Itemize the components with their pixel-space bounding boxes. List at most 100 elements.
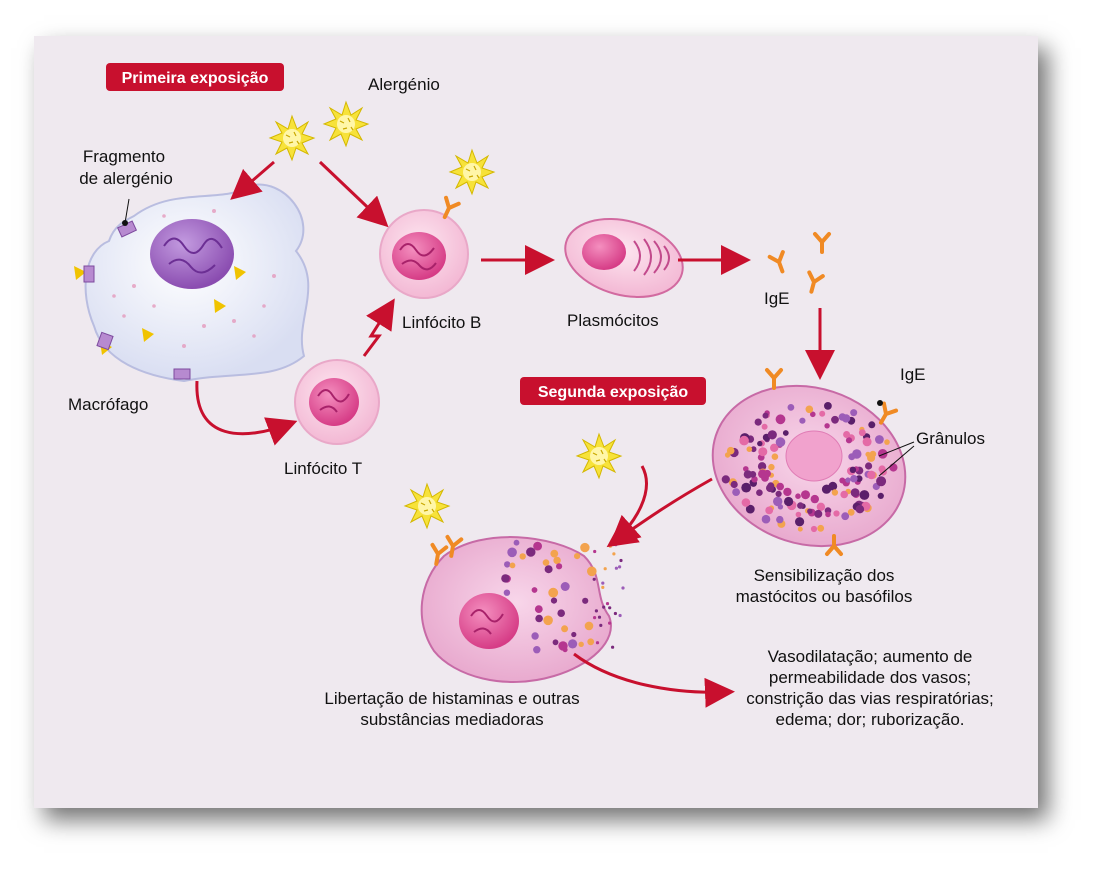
granule [849,466,857,473]
granule [773,496,783,507]
granule [850,488,860,497]
mast-cell [711,368,907,556]
granule [787,404,795,411]
arrow-lymph-t-to-lymph-b [362,298,395,357]
granule [721,475,730,484]
mediator-granule [619,558,623,563]
granule [756,489,763,497]
mediator-granule [584,621,594,631]
mediator-granule [601,581,605,585]
mediator-granule [612,552,616,556]
antibody-icon [765,368,783,390]
arrow-allergen-to-macrophage [230,160,275,200]
mediator-granule [574,553,581,560]
mediator-granule [608,621,612,625]
granule [841,414,851,423]
mediator-granule [571,631,577,638]
granule [776,515,784,524]
granule [766,484,774,493]
granule [865,462,873,470]
macrophage-label: Macrófago [68,395,148,414]
granule [797,526,803,532]
granule [758,469,767,479]
granule [859,490,870,500]
granule [862,437,872,447]
allergen-icon [449,149,495,195]
mediator-granule [597,615,602,619]
granule [797,502,804,509]
release-label-line1: Libertação de histaminas e outras [324,689,579,708]
allergen-icon [269,115,315,161]
granule [795,493,801,500]
mediator-granule [595,641,600,645]
granule [814,509,823,518]
mediator-granule [608,606,612,610]
granule [831,489,839,496]
granule [767,430,777,440]
mediator-granule [557,609,565,617]
granule [799,417,806,424]
granule [876,476,887,487]
granule [732,488,740,496]
mediator-granule [614,566,619,570]
mediator-granule [513,539,520,546]
arrow-allergen-to-lymph-b [318,160,389,228]
lymph-b-label: Linfócito B [402,313,481,332]
mediator-granule [504,561,511,568]
mediator-granule [599,623,603,628]
granule [850,409,858,417]
granule [777,504,784,510]
granule [841,512,850,521]
second-exposure-badge: Segunda exposição [520,377,706,405]
diagram-panel: Primeira exposição Segunda exposição Ale… [34,36,1038,808]
mediator-granule [592,577,596,581]
granule [877,492,884,499]
mediator-granule [594,609,599,613]
granule [852,449,862,459]
mediator-granule [603,567,607,571]
granule [840,490,848,499]
mediator-granule [621,586,625,590]
mediator-granule [618,565,622,569]
granule [816,502,826,511]
granule [771,453,779,461]
granule [741,498,751,507]
arrow-release-to-effects [573,652,735,708]
mediator-granule [552,639,559,646]
second-exposure-label: Segunda exposição [538,384,688,401]
mediator-granule [561,625,569,633]
fragment-label-line1: Fragmento [83,147,165,166]
mediator-granule [560,582,570,591]
effects-label-line3: constrição das vias respiratórias; [746,689,994,708]
mediator-granule [503,589,511,596]
mediator-granule [578,641,584,647]
granule [858,429,866,437]
mediator-granule [580,542,590,553]
mediator-granule [618,613,622,618]
plasmocytes-label: Plasmócitos [567,311,659,330]
mediator-granule [543,615,553,626]
granule [843,431,851,438]
granule [762,412,769,419]
granules-group [721,402,898,533]
granule [761,514,771,524]
mediator-granule [601,585,605,590]
granule [865,451,871,457]
allergen-label: Alergénio [368,75,440,94]
fragment-label-line2: de alergénio [79,169,173,188]
granule [768,463,775,471]
granule [784,496,794,507]
mediator-granule [568,639,578,649]
mediator-granule [602,605,606,609]
granule [875,435,884,444]
first-exposure-label: Primeira exposição [122,70,269,87]
granule [824,402,832,410]
granules-label: Grânulos [916,429,985,448]
mediator-granule [587,638,595,646]
granule [739,435,749,446]
arrow-mast-to-degranulation [606,477,713,548]
lymphocyte-t-cell [294,359,380,445]
granule [757,440,763,447]
allergen-icon [576,433,622,479]
granule [810,494,819,504]
